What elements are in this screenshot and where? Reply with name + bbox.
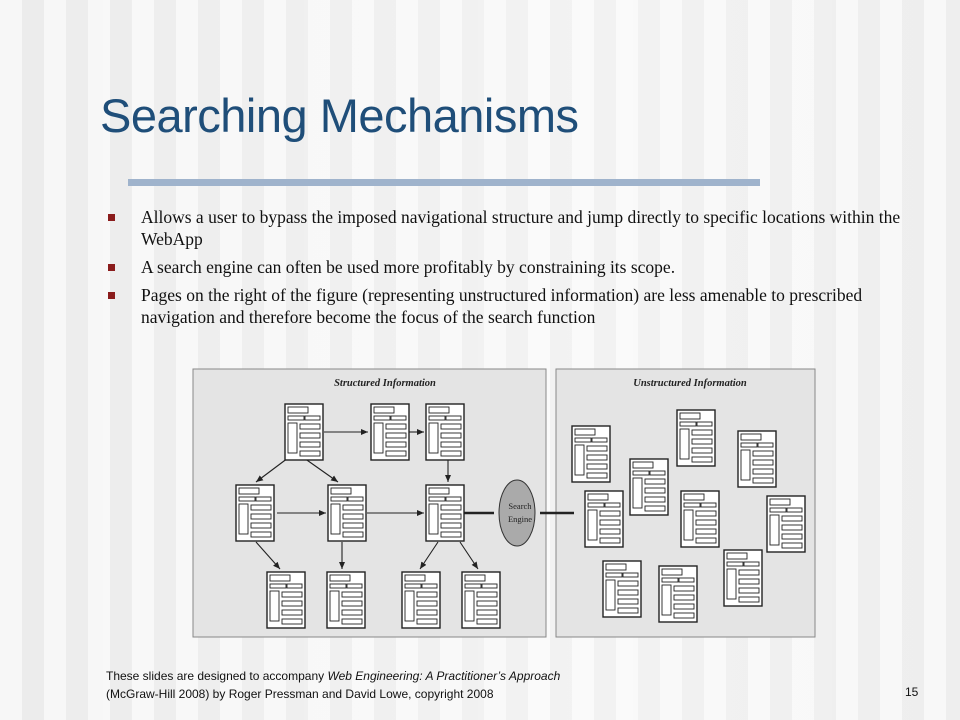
web-page-icon [629,458,669,516]
web-page-icon [723,549,763,607]
link-arrows [255,429,479,570]
web-page-icon [370,403,410,461]
bullet-list: Allows a user to bypass the imposed navi… [108,206,938,334]
web-page-icon [602,560,642,618]
bullet-square-icon [108,264,115,271]
bullet-item: A search engine can often be used more p… [108,256,938,278]
bullet-square-icon [108,292,115,299]
web-page-icon [401,571,441,629]
footer-prefix: These slides are designed to accompany [106,669,328,683]
search-engine-node [498,479,536,547]
web-page-icon [676,409,716,467]
search-engine-label-2: Engine [508,514,532,524]
bullet-item: Allows a user to bypass the imposed navi… [108,206,938,250]
bullet-square-icon [108,214,115,221]
web-page-icon [235,484,275,542]
web-page-icon [284,403,324,461]
bullet-text: A search engine can often be used more p… [141,257,676,277]
bullet-text: Pages on the right of the figure (repres… [141,285,863,327]
bullet-text: Allows a user to bypass the imposed navi… [141,207,901,249]
slide-footer: These slides are designed to accompany W… [106,667,560,703]
web-page-icon [658,565,698,623]
title-underline [128,179,760,186]
web-page-icon [425,484,465,542]
unstructured-panel-title: Unstructured Information [633,378,747,389]
web-page-icon [766,495,806,553]
slide-title: Searching Mechanisms [100,89,579,142]
structured-panel-title: Structured Information [334,378,436,389]
search-engine-label-1: Search [508,501,532,511]
web-page-icon [571,425,611,483]
web-page-icon [326,571,366,629]
web-page-icon [680,490,720,548]
page-number: 15 [905,685,919,699]
web-page-icon [266,571,306,629]
navigation-diagram: Structured Information Unstructured Info… [192,368,816,638]
web-page-icon [584,490,624,548]
web-page-icon [737,430,777,488]
footer-line-2: (McGraw-Hill 2008) by Roger Pressman and… [106,687,494,701]
footer-book-title: Web Engineering: A Practitioner’s Approa… [327,669,561,683]
web-page-icon [461,571,501,629]
footer-line-1: These slides are designed to accompany W… [106,667,560,685]
web-page-icon [425,403,465,461]
web-page-icon [327,484,367,542]
bullet-item: Pages on the right of the figure (repres… [108,284,938,328]
